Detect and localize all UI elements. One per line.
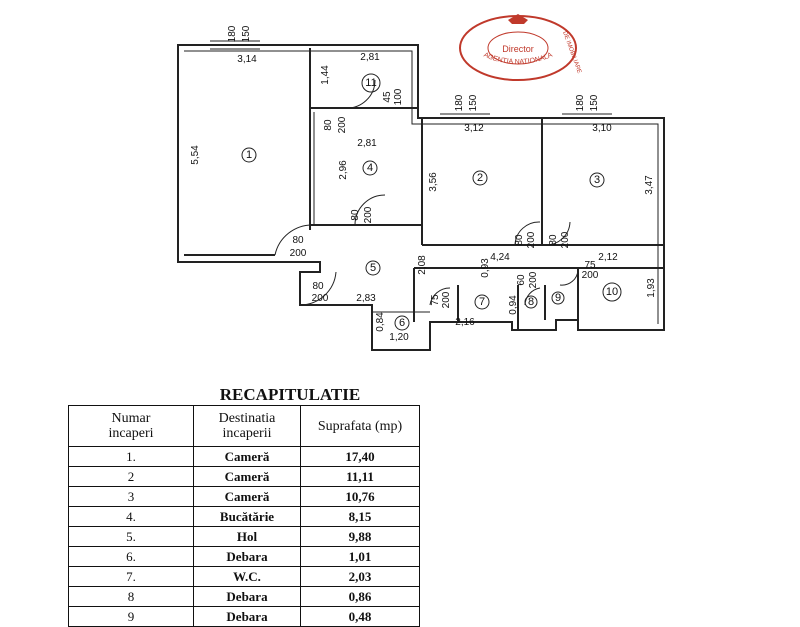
table-row: 5. Hol 9,88 <box>68 526 420 547</box>
room-number: 11 <box>365 77 376 89</box>
dimension-label: 3,56 <box>428 172 439 192</box>
dimension-label: 3,12 <box>464 123 484 134</box>
dimension-label: 150 <box>241 25 252 42</box>
dimension-label: 2,12 <box>598 252 618 263</box>
room-number: 2 <box>477 172 483 184</box>
room-number: 5 <box>370 262 376 274</box>
crest-icon <box>508 14 528 24</box>
table-row: 3 Cameră 10,76 <box>68 486 420 507</box>
dimension-label: 2,08 <box>417 255 428 275</box>
dimension-label: 4,24 <box>490 252 510 263</box>
dimension-label: 180 <box>575 94 586 111</box>
dimension-label: 80 <box>548 234 559 246</box>
table-row: 7. W.C. 2,03 <box>68 566 420 587</box>
dimension-label: 3,14 <box>237 54 257 65</box>
dimension-label: 80 <box>514 234 525 246</box>
dimension-label: 45 <box>382 91 393 103</box>
header-area: Suprafata (mp) <box>300 405 420 447</box>
recap-table: Numar incaperi Destinatia incaperii Supr… <box>68 405 420 627</box>
room-number: 8 <box>528 296 534 308</box>
table-row: 9 Debara 0,48 <box>68 606 420 627</box>
room-number: 3 <box>594 174 600 186</box>
dimension-label: 75 <box>430 294 441 306</box>
dimension-label: 80 <box>350 209 361 221</box>
dimension-label: 2,96 <box>338 160 349 180</box>
dimension-label: 80 <box>312 281 324 292</box>
floor-plan: 1 2 3 4 5 6 7 8 9 10 11 180 150 3,14 5,5… <box>177 25 665 351</box>
dimension-label: 200 <box>290 248 307 259</box>
dimension-label: 200 <box>312 293 329 304</box>
dimension-label: 2,16 <box>455 317 475 328</box>
room-number: 6 <box>399 317 405 329</box>
dimension-label: 1,20 <box>389 332 409 343</box>
dimension-label: 180 <box>227 25 238 42</box>
dimension-label: 150 <box>468 94 479 111</box>
dimension-label: 2,81 <box>357 138 377 149</box>
dimension-label: 60 <box>516 274 527 286</box>
table-row: 4. Bucătărie 8,15 <box>68 506 420 527</box>
dimension-label: 200 <box>560 231 571 248</box>
dimension-label: 200 <box>528 271 539 288</box>
stamp-text: Director <box>502 44 534 54</box>
header-room-use: Destinatia incaperii <box>193 405 301 447</box>
dimension-label: 80 <box>292 235 304 246</box>
dimension-label: 200 <box>363 206 374 223</box>
table-row: 1. Cameră 17,40 <box>68 446 420 467</box>
room-number: 10 <box>606 286 618 298</box>
room-number: 9 <box>555 292 561 304</box>
table-row: 8 Debara 0,86 <box>68 586 420 607</box>
dimension-label: 200 <box>337 116 348 133</box>
dimension-label: 200 <box>526 231 537 248</box>
room-number: 7 <box>479 296 485 308</box>
dimension-label: 80 <box>323 119 334 131</box>
dimension-label: 75 <box>584 260 596 271</box>
dimension-label: 3,47 <box>644 175 655 195</box>
dimension-label: 150 <box>589 94 600 111</box>
table-row: 6. Debara 1,01 <box>68 546 420 567</box>
header-room-number: Numar incaperi <box>68 405 194 447</box>
dimension-label: 2,81 <box>360 52 380 63</box>
dimension-label: 1,44 <box>320 65 331 85</box>
dimension-label: 180 <box>454 94 465 111</box>
dimension-label: 0,84 <box>375 312 386 332</box>
dimension-label: 100 <box>393 88 404 105</box>
dimension-label: 2,83 <box>356 293 376 304</box>
dimension-label: 200 <box>441 291 452 308</box>
dimension-label: 1,93 <box>646 278 657 298</box>
dimension-label: 200 <box>582 270 599 281</box>
dimension-label: 0,94 <box>508 295 519 315</box>
room-number: 1 <box>246 149 252 161</box>
dimension-label: 3,10 <box>592 123 612 134</box>
table-row: 2 Cameră 11,11 <box>68 466 420 487</box>
agency-stamp: Director AGENTIA NATIONALA DE IMOBILIARE <box>459 14 582 81</box>
room-number: 4 <box>367 162 373 174</box>
outer-wall <box>177 44 665 351</box>
dimension-label: 5,54 <box>190 145 201 165</box>
dimension-label: 0,93 <box>480 258 491 278</box>
recap-title: RECAPITULATIE <box>219 385 361 404</box>
